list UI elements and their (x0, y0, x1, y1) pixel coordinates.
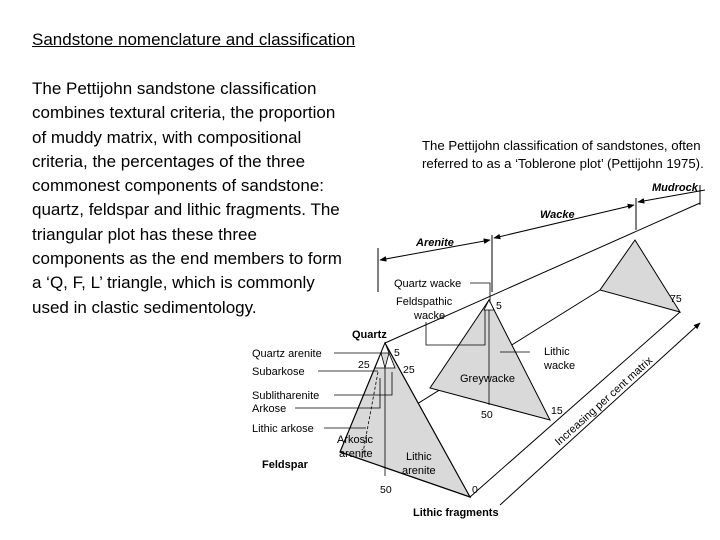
lithic-wacke-label-line2: wacke (543, 360, 575, 372)
subarkose-field (374, 351, 386, 369)
lithic-vertex-label: Lithic fragments (413, 507, 499, 519)
arenite-base-50: 50 (380, 484, 392, 496)
mudrock-label: Mudrock (652, 182, 699, 194)
arenite-triangle (339, 341, 472, 499)
matrix-axis-arrow (499, 322, 701, 506)
wacke-base-50: 50 (481, 409, 493, 421)
quartz-wacke-label: Quartz wacke (394, 278, 461, 290)
arenite-label: Arenite (415, 237, 454, 249)
lithic-arenite-label-line1: Lithic (406, 451, 432, 463)
lithic-wacke-label-line1: Lithic (544, 346, 570, 358)
lithic-arkose-label: Lithic arkose (252, 423, 314, 435)
arenite-lithic-0: 0 (472, 484, 478, 496)
arenite-quartz-5: 5 (394, 347, 400, 359)
wacke-label: Wacke (540, 209, 575, 221)
arenite-right-25: 25 (403, 364, 415, 376)
arkose-label: Arkose (252, 403, 286, 415)
sublitharenite-field (384, 351, 396, 369)
leader-lines (295, 282, 530, 429)
feldspathic-wacke-label-line2: wacke (413, 310, 445, 322)
arkosic-arenite-label-line2: arenite (339, 448, 373, 460)
range-brackets (377, 185, 706, 292)
arkosic-arenite-label-line1: Arkosic (337, 434, 374, 446)
arkose-divider (361, 371, 379, 459)
greywacke-label: Greywacke (460, 373, 515, 385)
mudrock-lithic-75: 75 (670, 293, 682, 305)
sublitharenite-label: Sublitharenite (252, 390, 319, 402)
feldspar-vertex-label: Feldspar (262, 459, 309, 471)
mudrock-triangle (599, 239, 682, 313)
wacke-triangle (429, 299, 551, 421)
figure-caption: The Pettijohn classification of sandston… (422, 138, 704, 171)
quartz-arenite-label: Quartz arenite (252, 348, 322, 360)
wacke-lithic-15: 15 (551, 405, 563, 417)
intro-paragraph: The Pettijohn sandstone classification c… (32, 79, 342, 317)
wacke-quartz-5: 5 (496, 300, 502, 312)
page-heading: Sandstone nomenclature and classificatio… (32, 30, 356, 49)
subarkose-label: Subarkose (252, 366, 305, 378)
quartz-vertex-label: Quartz (352, 329, 387, 341)
feldspathic-wacke-label-line1: Feldspathic (396, 296, 453, 308)
quartz-arenite-field (380, 341, 390, 354)
arenite-left-25: 25 (358, 359, 370, 371)
lithic-arenite-label-line2: arenite (402, 465, 436, 477)
